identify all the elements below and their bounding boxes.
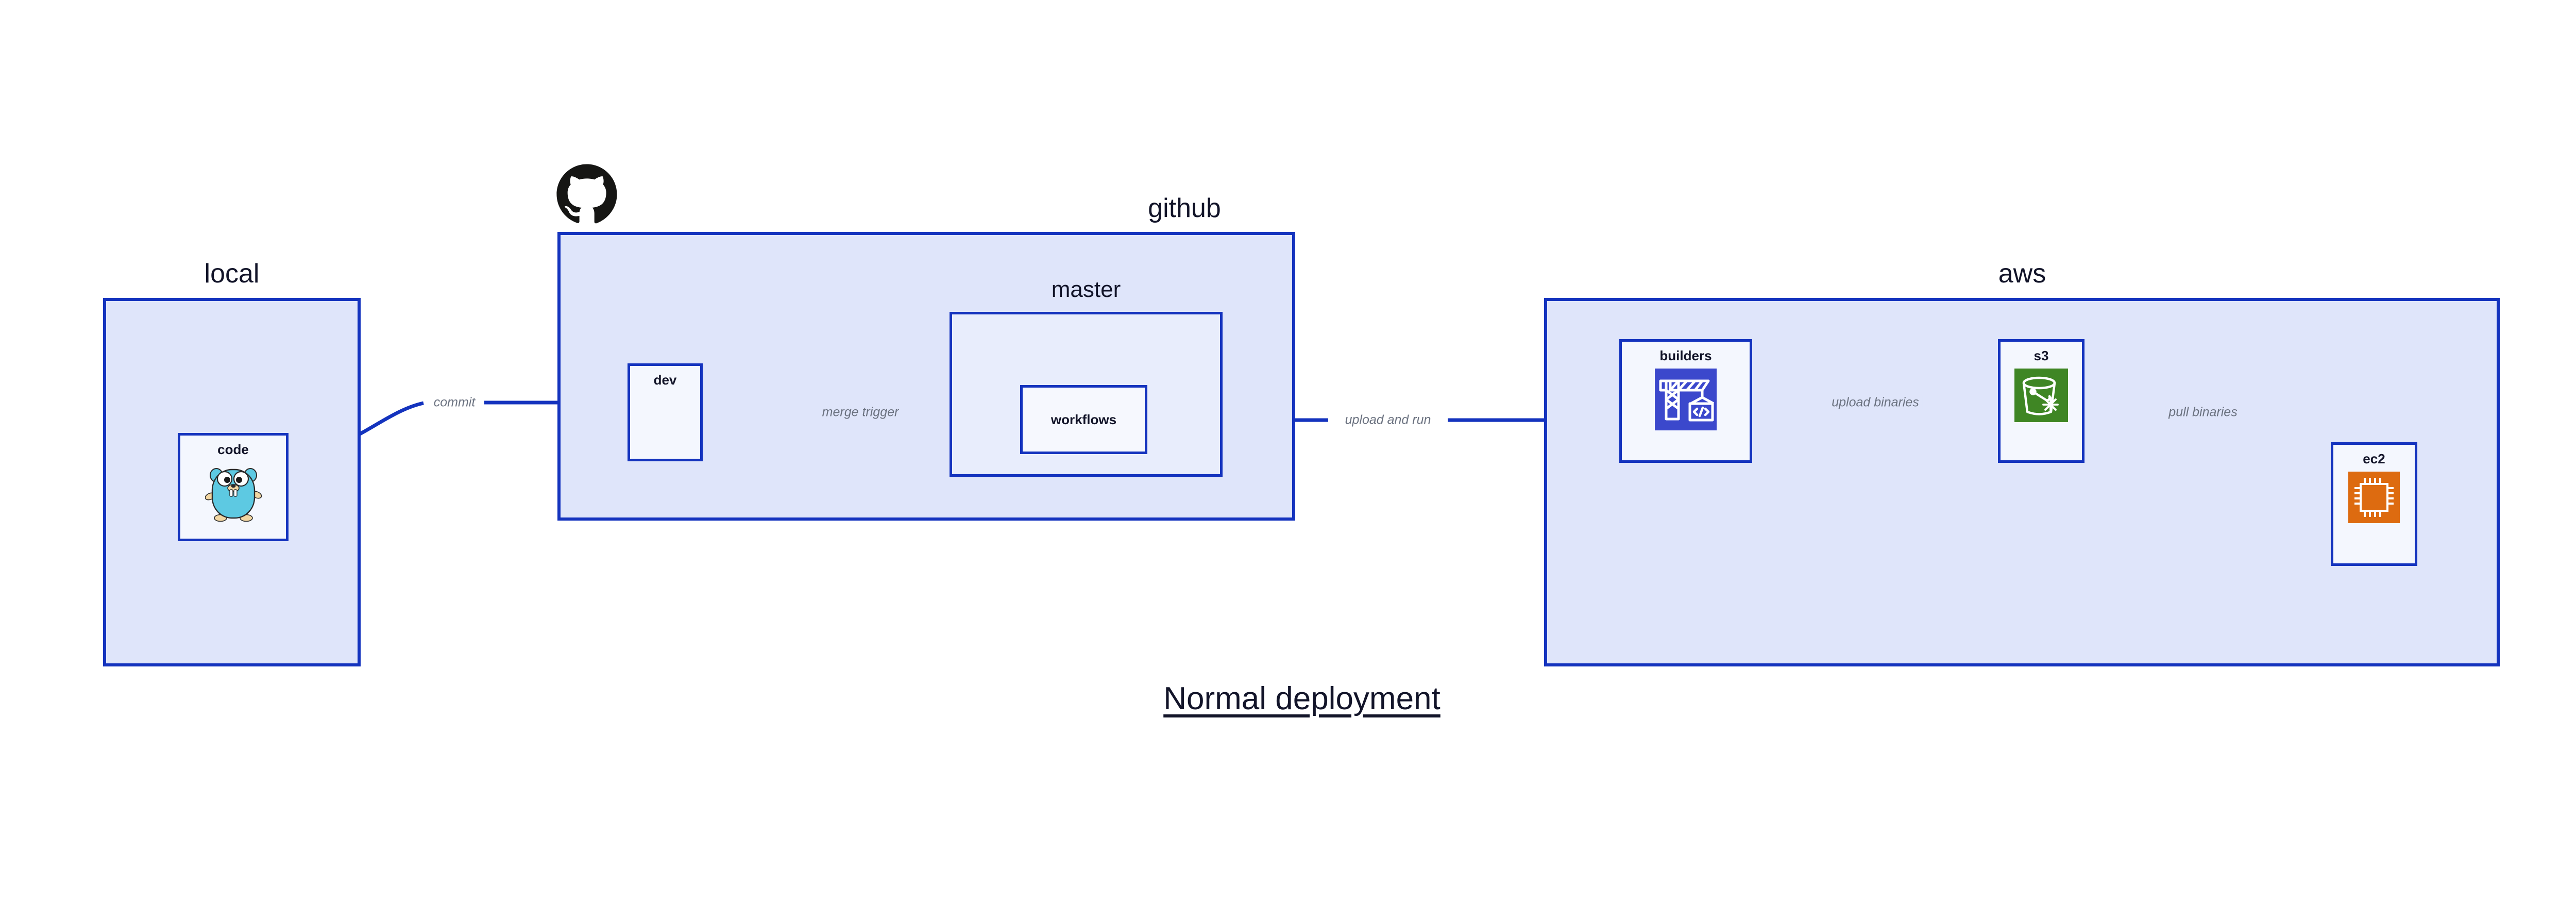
- node-s3-label: s3: [2033, 348, 2049, 363]
- node-dev[interactable]: dev: [628, 363, 703, 461]
- node-workflows[interactable]: workflows: [1020, 385, 1147, 454]
- diagram-title: Normal deployment: [1163, 681, 1440, 716]
- node-builders-label: builders: [1659, 348, 1712, 363]
- edge-label-upload-binaries: upload binaries: [1828, 396, 1922, 409]
- aws-ec2-chip-icon: [2348, 472, 2400, 523]
- group-aws-label: aws: [1998, 259, 2046, 289]
- aws-codebuild-icon: [1655, 369, 1717, 430]
- node-s3[interactable]: s3: [1998, 339, 2084, 463]
- edge-label-pull-binaries: pull binaries: [2165, 406, 2241, 419]
- node-workflows-label: workflows: [1050, 412, 1117, 427]
- go-gopher-icon: [205, 462, 262, 522]
- edge-label-upload-and-run: upload and run: [1345, 412, 1431, 427]
- group-github-label: github: [1148, 193, 1221, 223]
- aws-s3-bucket-icon: [2014, 369, 2068, 422]
- github-octocat-logo: [555, 163, 618, 226]
- node-code-label: code: [217, 442, 249, 457]
- node-code[interactable]: code: [178, 433, 289, 541]
- node-builders[interactable]: builders: [1619, 339, 1752, 463]
- group-master-label: master: [1051, 277, 1121, 302]
- group-local-label: local: [204, 259, 260, 289]
- node-ec2[interactable]: ec2: [2331, 442, 2417, 566]
- node-dev-label: dev: [653, 372, 677, 388]
- edge-label-merge-trigger: merge trigger: [819, 406, 902, 419]
- edge-label-commit: commit: [433, 395, 476, 410]
- node-ec2-label: ec2: [2363, 451, 2385, 466]
